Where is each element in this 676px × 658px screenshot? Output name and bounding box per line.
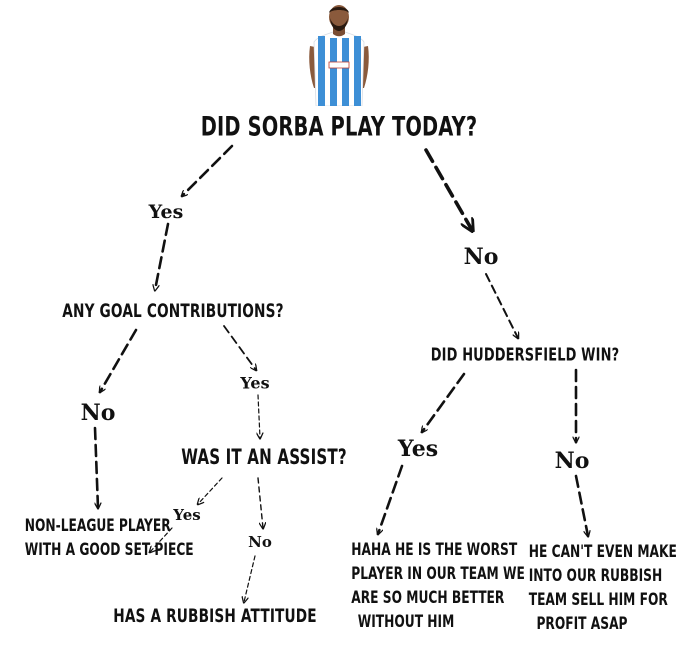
outcome-worst-line: ARE SO MUCH BETTER xyxy=(351,588,505,608)
question-assist: WAS IT AN ASSIST? xyxy=(181,445,347,469)
answer-yes-main: Yes xyxy=(148,201,184,223)
shirt-sponsor-logo xyxy=(328,61,350,69)
answer-no-main: No xyxy=(463,244,499,270)
arrow-assist-to-no xyxy=(257,477,263,528)
answer-yes-win: Yes xyxy=(397,436,439,462)
shirt-stripe xyxy=(330,38,337,106)
answer-yes-assist: Yes xyxy=(173,506,201,524)
outcome-sell-line: TEAM SELL HIM FOR xyxy=(528,590,668,610)
question-main: DID SORBA PLAY TODAY? xyxy=(200,111,478,143)
arrow-goal-to-no xyxy=(100,328,138,392)
arrow-no-to-attitude xyxy=(244,555,256,602)
player-photo xyxy=(309,5,369,106)
outcome-nonleague-line: WITH A GOOD SET PIECE xyxy=(24,540,194,560)
arrow-main-to-yes xyxy=(182,144,234,196)
arrow-win-to-yes xyxy=(422,372,466,432)
question-goal-contributions: ANY GOAL CONTRIBUTIONS? xyxy=(62,300,284,322)
arrow-yes-to-goal-question xyxy=(155,222,170,290)
outcome-worst-line: PLAYER IN OUR TEAM WE xyxy=(351,564,525,584)
outcome-worst-player: HAHA HE IS THE WORST PLAYER IN OUR TEAM … xyxy=(330,538,525,634)
player-head xyxy=(329,5,349,29)
outcome-nonleague-line: NON-LEAGUE PLAYER xyxy=(24,516,171,536)
player-beard xyxy=(330,18,348,31)
arrow-no-to-win-question xyxy=(485,273,518,338)
player-hair xyxy=(329,7,349,13)
answer-yes-goal: Yes xyxy=(240,373,270,393)
outcome-worst-line: HAHA HE IS THE WORST xyxy=(351,540,518,560)
outcome-sell-line: INTO OUR RUBBISH xyxy=(528,566,663,586)
arrow-goal-to-yes xyxy=(223,325,256,370)
arrow-main-to-no xyxy=(424,148,472,230)
arrow-no-to-nonleague xyxy=(93,426,98,508)
arrow-yes-to-worst xyxy=(378,464,404,534)
outcome-sell-him: HE CAN'T EVEN MAKE IT INTO OUR RUBBISH T… xyxy=(508,540,676,636)
outcome-sell-line: PROFIT ASAP xyxy=(536,614,628,634)
question-huddersfield-win: DID HUDDERSFIELD WIN? xyxy=(430,344,620,366)
outcome-rubbish-attitude: HAS A RUBBISH ATTITUDE xyxy=(113,605,317,627)
answer-no-assist: No xyxy=(248,533,272,551)
shirt-stripe xyxy=(342,38,349,106)
answer-no-win: No xyxy=(554,448,590,474)
arrow-yes-to-nonleague xyxy=(150,527,173,552)
answer-no-goal: No xyxy=(80,400,116,426)
arrow-no-to-sell xyxy=(574,474,588,536)
outcome-sell-line: HE CAN'T EVEN MAKE IT xyxy=(528,542,676,562)
outcome-worst-line: WITHOUT HIM xyxy=(357,612,455,632)
arrow-assist-to-yes xyxy=(198,477,223,504)
outcome-nonleague-player: NON-LEAGUE PLAYER WITH A GOOD SET PIECE xyxy=(4,514,194,562)
shirt-stripe xyxy=(318,36,325,106)
arrow-yes-to-assist-question xyxy=(258,394,260,438)
shirt-stripe xyxy=(354,36,361,106)
